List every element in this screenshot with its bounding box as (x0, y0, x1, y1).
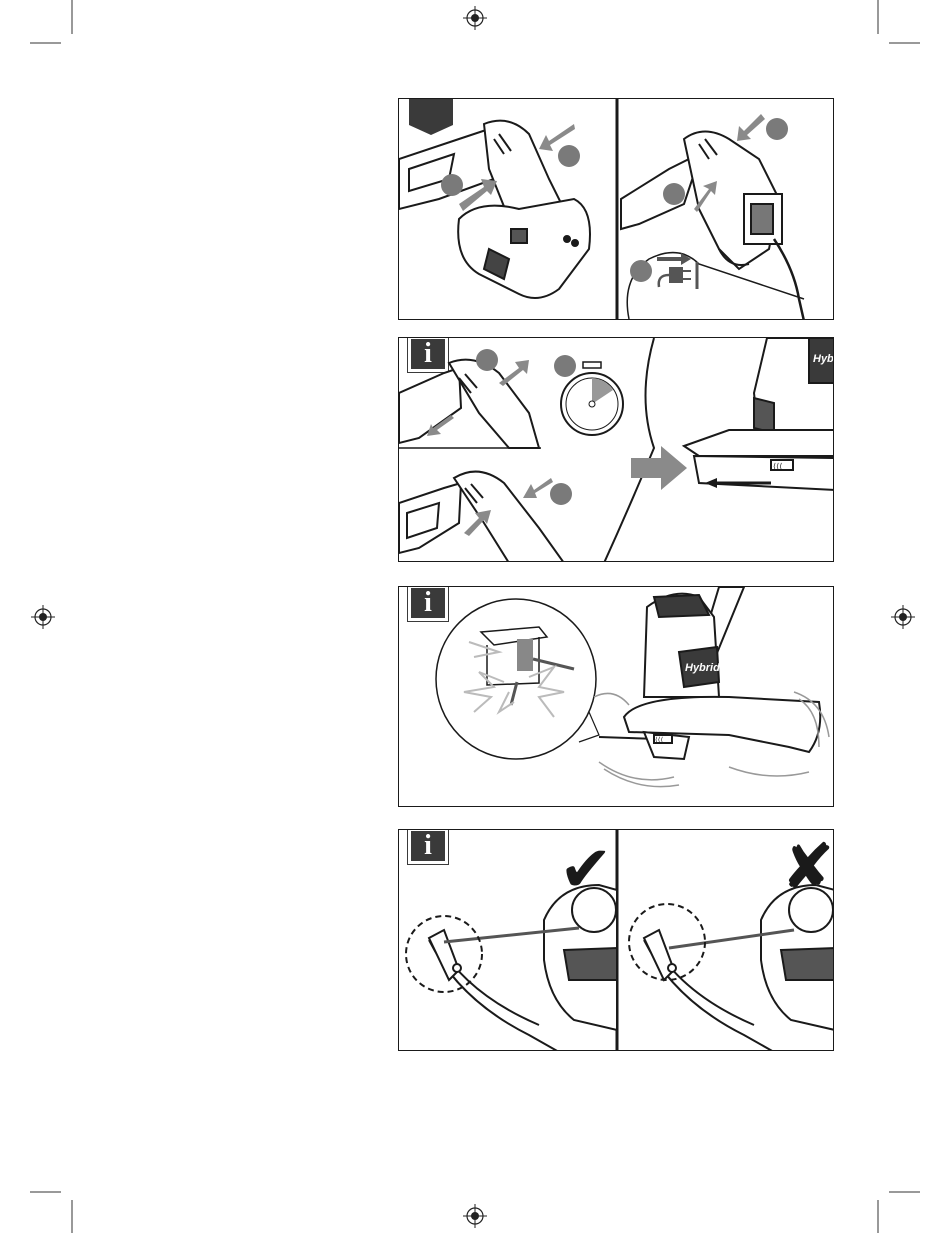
svg-text:⟨⟨⟨: ⟨⟨⟨ (773, 462, 782, 471)
trimmer-body-icon: Hybrid ⟨⟨⟨ (624, 587, 820, 759)
direction-arrow-icon (499, 360, 529, 386)
hybrid-label: Hyb (813, 353, 834, 365)
figure-panel-line-routing: i ✔ ✘ (398, 829, 834, 1051)
step-circle-icon (441, 174, 463, 196)
hybrid-label: Hybrid (685, 662, 720, 674)
power-plug-icon (630, 253, 697, 289)
spool-correct-icon (429, 885, 617, 1051)
stopwatch-icon (554, 355, 623, 435)
step-badge-icon (409, 99, 453, 135)
crosshair-registration-icon (891, 605, 915, 629)
line-cutter-illustration: Hybrid ⟨⟨⟨ (399, 587, 834, 807)
crosshair-registration-icon (463, 1204, 487, 1228)
step-circle-icon (476, 349, 498, 371)
figure-panel-line-cutter: i Hybrid (398, 586, 834, 807)
line-routing-illustration (399, 830, 834, 1051)
handle-with-battery-icon (399, 121, 590, 298)
direction-arrow-icon (523, 478, 553, 498)
step-circle-icon (550, 483, 572, 505)
handle-with-cord-icon (621, 132, 804, 321)
step-circle-icon (766, 118, 788, 140)
crosshair-registration-icon (31, 605, 55, 629)
zoom-circle-icon (436, 599, 599, 759)
svg-text:⟨⟨⟨: ⟨⟨⟨ (655, 736, 663, 744)
direction-arrow-icon (464, 510, 491, 536)
spool-incorrect-icon (644, 885, 834, 1051)
figure-panel-cooldown-timer: i (398, 337, 834, 562)
crosshair-registration-icon (463, 6, 487, 30)
battery-insertion-illustration (399, 99, 834, 320)
figure-panel-battery-insertion (398, 98, 834, 320)
trimmer-head-icon: Hyb ⟨⟨⟨ (684, 338, 834, 490)
step-circle-icon (558, 145, 580, 167)
step-circle-icon (663, 183, 685, 205)
cooldown-illustration: Hyb ⟨⟨⟨ (399, 338, 834, 562)
